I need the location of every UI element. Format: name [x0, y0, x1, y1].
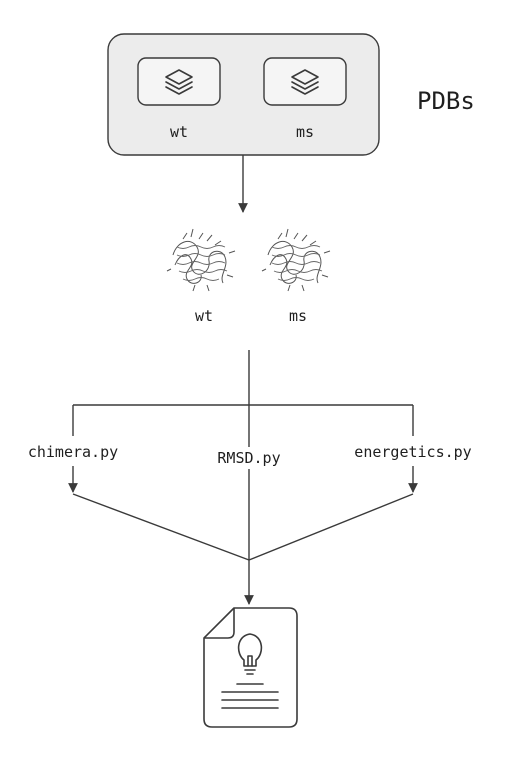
lightbulb-icon	[237, 633, 263, 675]
pdb-tile-ms	[263, 57, 347, 106]
protein-structure-icon	[166, 228, 236, 292]
pdb-group: wt ms	[107, 33, 380, 156]
script-rmsd[interactable]: RMSD.py	[217, 449, 280, 467]
script-label-bg	[209, 447, 289, 469]
structure-label-wt: wt	[195, 307, 213, 325]
protein-structure-icon	[261, 228, 331, 292]
structure-wt[interactable]: wt	[166, 228, 236, 325]
pdb-group-title: PDBs	[417, 87, 475, 115]
pdb-item-wt[interactable]: wt	[137, 57, 221, 141]
structure-ms[interactable]: ms	[261, 228, 331, 325]
pdb-label-wt: wt	[170, 123, 188, 141]
pdb-item-ms[interactable]: ms	[263, 57, 347, 141]
branch-connector	[68, 350, 418, 605]
script-chimera[interactable]: chimera.py	[28, 443, 118, 461]
pdb-label-ms: ms	[296, 123, 314, 141]
report-document-icon[interactable]	[203, 607, 298, 728]
pdb-tile-wt	[137, 57, 221, 106]
report-text-lines	[221, 683, 279, 709]
structure-label-ms: ms	[289, 307, 307, 325]
script-energetics[interactable]: energetics.py	[354, 443, 471, 461]
